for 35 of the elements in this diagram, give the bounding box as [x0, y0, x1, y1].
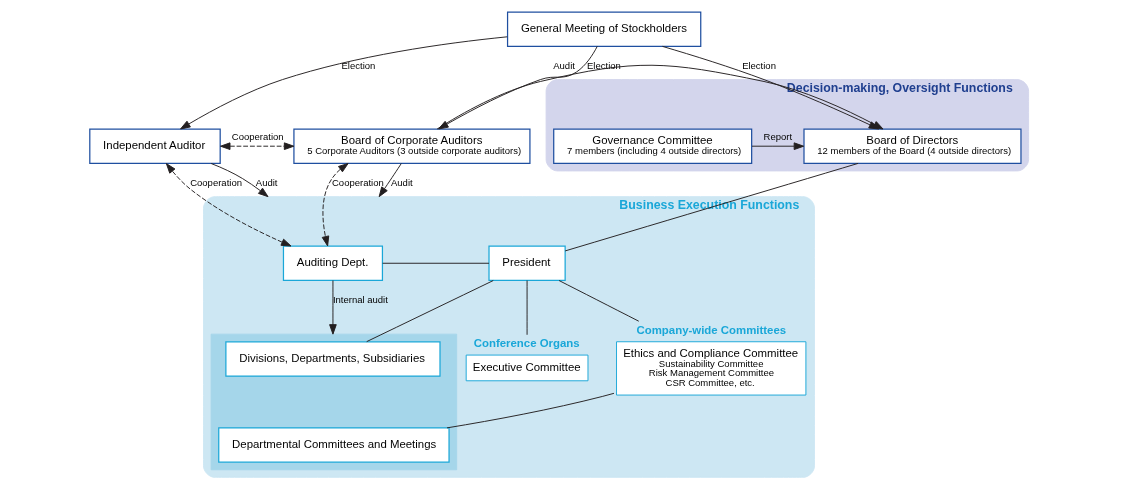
arrow — [378, 163, 402, 198]
arrow — [210, 163, 269, 198]
edge-label: Cooperation — [231, 131, 284, 143]
node-box: President — [488, 245, 566, 281]
node-box: Board of Directors 12 members of the Board (4 outside directors) — [803, 128, 1022, 164]
edge-label: Cooperation — [331, 177, 384, 189]
edge-label: Report — [763, 131, 793, 143]
node-box: Independent Auditor — [89, 128, 221, 164]
node-box: Divisions, Departments, Subsidiaries — [225, 341, 441, 377]
arrow — [329, 280, 337, 335]
node-label: Company-wide Committees — [636, 323, 787, 336]
arrow — [220, 142, 295, 150]
cluster — [210, 333, 458, 471]
connector — [564, 162, 859, 252]
edge-label: Internal audit — [332, 294, 388, 306]
connector — [366, 280, 494, 343]
arrow — [751, 142, 805, 150]
node-box: Departmental Committees and Meetings — [218, 427, 450, 463]
connector — [382, 262, 490, 264]
node-box: Board of Corporate Auditors 5 Corporate Auditors (3 outside corporate auditors) — [293, 128, 531, 164]
connector — [446, 392, 615, 429]
node-box: Governance Committee 7 members (including 4 outside directors) — [553, 128, 753, 164]
edge-label: Audit — [553, 60, 575, 72]
connector — [558, 280, 640, 322]
edge-label: Election — [742, 60, 776, 72]
arrow — [321, 163, 349, 247]
node-box: General Meeting of Stockholders — [506, 11, 702, 47]
node-label: Conference Organs — [473, 337, 580, 350]
edge-label: Election — [587, 60, 621, 72]
edge-label: Cooperation — [190, 177, 242, 189]
edge-label: Audit — [390, 177, 413, 189]
arrow — [165, 163, 292, 247]
edge-label: Election — [341, 60, 376, 72]
edge-label: Audit — [255, 177, 278, 189]
node-box: Auditing Dept. — [282, 245, 384, 281]
